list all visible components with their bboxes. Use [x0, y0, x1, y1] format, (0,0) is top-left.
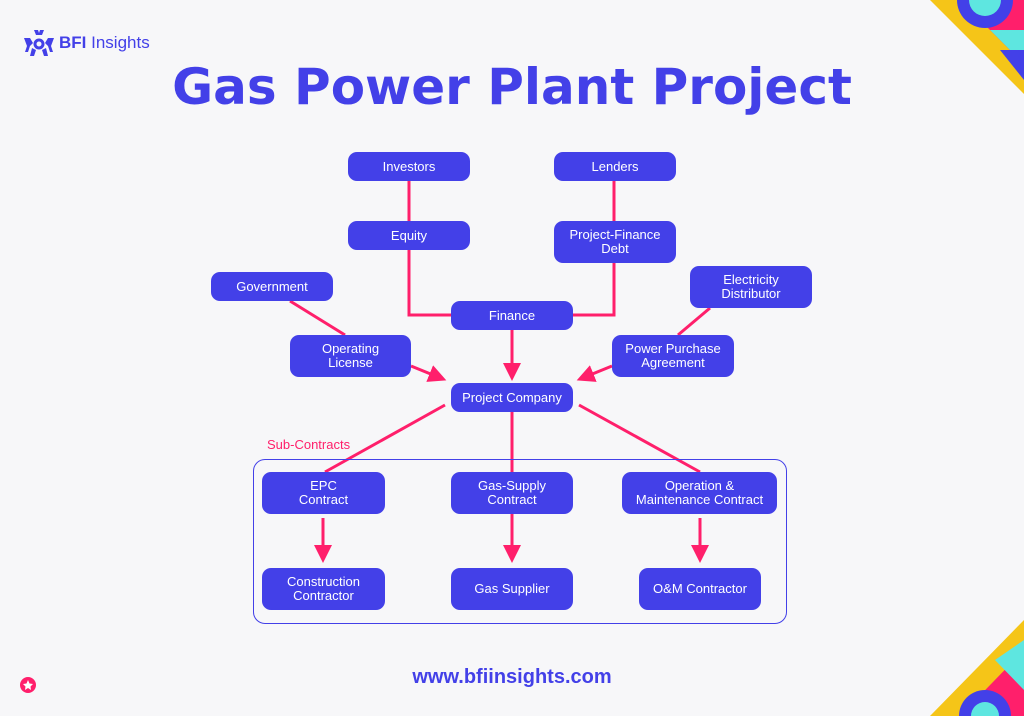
footer-url[interactable]: www.bfiinsights.com: [412, 666, 612, 688]
node-gas-supplier: Gas Supplier: [451, 568, 573, 610]
node-equity: Equity: [348, 221, 470, 250]
star-badge-icon: [20, 677, 36, 693]
sub-contracts-group: [253, 459, 787, 624]
node-government: Government: [211, 272, 333, 301]
line-distributor-ppa: [677, 306, 711, 337]
node-operating-license: Operating License: [290, 335, 411, 377]
node-electricity-distributor: Electricity Distributor: [690, 266, 812, 308]
arrow-ppa-company: [576, 364, 613, 382]
node-finance: Finance: [451, 301, 573, 330]
node-power-purchase-agreement: Power Purchase Agreement: [612, 335, 734, 377]
line-equity-finance: [407, 250, 451, 317]
page-title: Gas Power Plant Project: [172, 58, 852, 116]
line-company-om: [578, 403, 701, 474]
brand-bold: BFI: [59, 33, 87, 52]
node-investors: Investors: [348, 152, 470, 181]
brand-name: BFI Insights: [59, 33, 150, 53]
node-epc-contract: EPC Contract: [262, 472, 385, 514]
node-project-company: Project Company: [451, 383, 573, 412]
line-debt-finance: [573, 263, 616, 317]
node-gas-supply-contract: Gas-Supply Contract: [451, 472, 573, 514]
node-lenders: Lenders: [554, 152, 676, 181]
logo-icon: [24, 30, 54, 56]
node-om-contract: Operation & Maintenance Contract: [622, 472, 777, 514]
line-government-license: [289, 299, 346, 337]
node-construction-contractor: Construction Contractor: [262, 568, 385, 610]
line-company-epc: [324, 403, 446, 474]
node-om-contractor: O&M Contractor: [639, 568, 761, 610]
arrow-license-company: [410, 364, 447, 382]
sub-contracts-label: Sub-Contracts: [267, 437, 351, 452]
node-project-finance-debt: Project-Finance Debt: [554, 221, 676, 263]
brand-logo: BFI Insights: [24, 30, 150, 56]
brand-rest: Insights: [91, 33, 150, 52]
